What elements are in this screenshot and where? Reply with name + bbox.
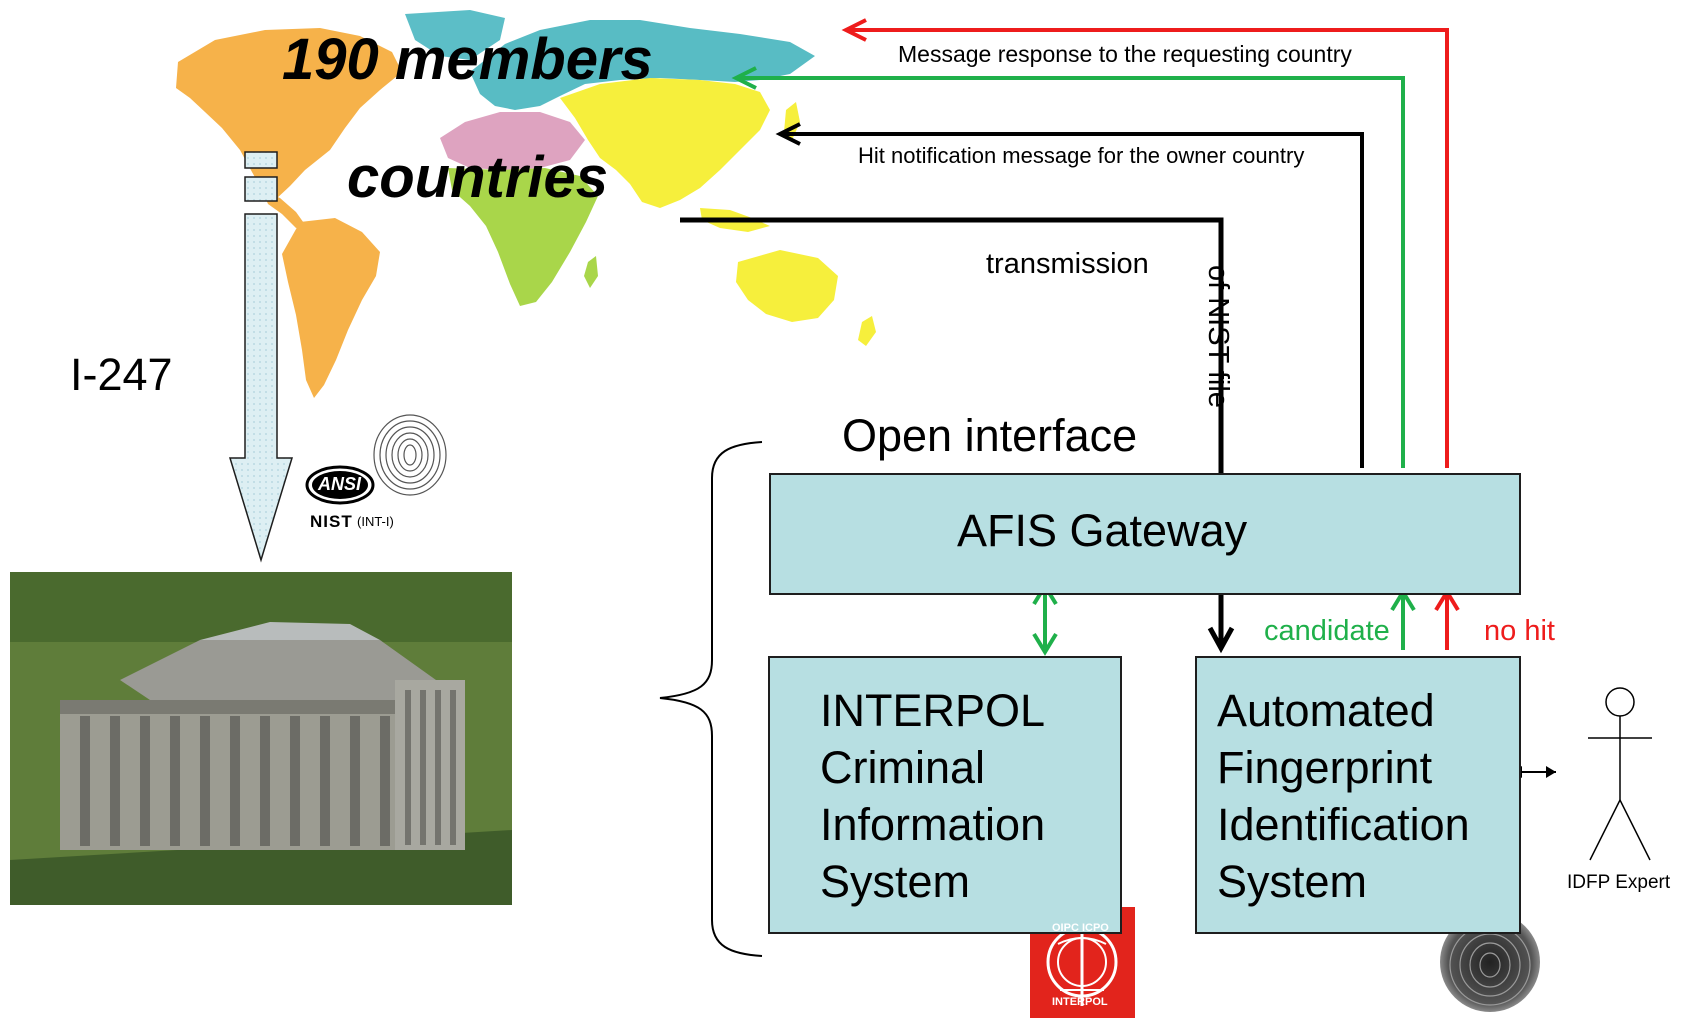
map-south-america — [282, 218, 380, 398]
afis-line-4: System — [1217, 856, 1368, 907]
afis-label: Automated Fingerprint Identification Sys… — [1217, 682, 1470, 910]
map-africa — [448, 168, 598, 306]
map-asia — [560, 78, 770, 208]
icis-line-1: INTERPOL — [820, 685, 1046, 736]
open-interface-label: Open interface — [842, 410, 1138, 461]
expert-link-arrowhead-right — [1546, 766, 1556, 778]
map-greenland — [405, 10, 505, 60]
i247-label: I-247 — [70, 349, 173, 400]
afis-line-2: Fingerprint — [1217, 742, 1433, 793]
expert-label: IDFP Expert — [1567, 872, 1671, 893]
afis-box: Automated Fingerprint Identification Sys… — [1195, 656, 1521, 934]
green-response-line — [740, 76, 1405, 468]
response-message-label: Message response to the requesting count… — [898, 41, 1352, 67]
map-north-africa — [440, 112, 585, 170]
interpol-logo-bottom: INTERPOL — [1052, 996, 1108, 1008]
afis-fingerprint-image — [1436, 906, 1544, 1016]
expert-stick-figure — [1588, 687, 1652, 861]
icis-link-arrowhead-down — [1032, 632, 1058, 656]
heading-members: 190 members — [282, 27, 653, 92]
map-new-zealand — [858, 316, 876, 346]
icis-line-2: Criminal — [820, 742, 986, 793]
icis-line-4: System — [820, 856, 971, 907]
map-north-america — [176, 28, 402, 200]
fingerprint-icon — [373, 414, 447, 496]
no-hit-label: no hit — [1484, 615, 1555, 647]
open-interface-brace — [659, 441, 763, 957]
hit-notification-label: Hit notification message for the owner c… — [858, 143, 1305, 168]
icis-label: INTERPOL Criminal Information System — [820, 682, 1045, 910]
green-arrowhead — [731, 66, 757, 90]
afis-line-3: Identification — [1217, 799, 1470, 850]
candidate-label: candidate — [1264, 615, 1390, 647]
i247-arrow — [228, 151, 294, 563]
transmission-label: transmission — [986, 248, 1149, 280]
hit-notification-arrowhead — [775, 122, 801, 146]
transmission-line — [680, 217, 1224, 502]
afis-gateway-label: AFIS Gateway — [957, 505, 1248, 556]
map-madagascar — [584, 256, 598, 288]
nist-file-label: of NIST file — [1202, 265, 1234, 408]
afis-gateway-box: AFIS Gateway — [769, 473, 1521, 595]
icis-line-3: Information — [820, 799, 1046, 850]
world-map — [176, 10, 876, 398]
nist-int-text: (INT-I) — [357, 514, 394, 529]
hit-notification-line — [784, 132, 1364, 468]
red-arrowhead — [841, 18, 867, 42]
map-eurasia-north — [470, 20, 815, 110]
heading-countries: countries — [347, 145, 609, 210]
icis-box: INTERPOL Criminal Information System — [768, 656, 1122, 934]
map-australia — [736, 250, 838, 322]
red-response-line — [850, 28, 1449, 468]
ansi-nist-logo — [305, 414, 447, 505]
gateway-to-afis-arrowhead — [1207, 626, 1235, 654]
nist-logo-text: NIST — [310, 512, 353, 531]
interpol-headquarters-photo — [10, 572, 512, 905]
ansi-logo-text: ANSI — [318, 474, 362, 494]
interpol-logo-top: OIPC ICPO — [1052, 922, 1109, 934]
afis-line-1: Automated — [1217, 685, 1435, 736]
